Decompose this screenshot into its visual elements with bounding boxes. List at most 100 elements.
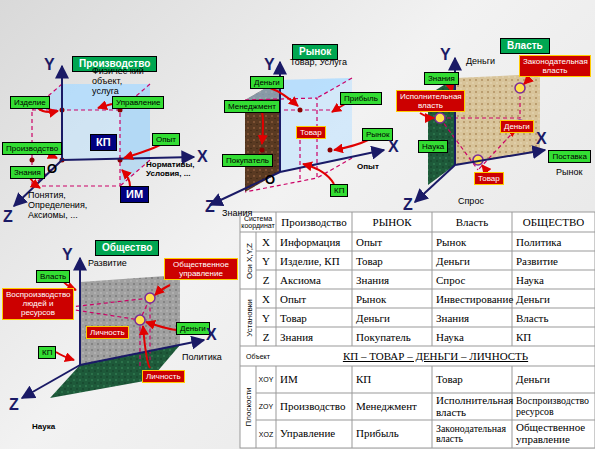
table-grid (240, 346, 595, 347)
society-cube (62, 298, 150, 368)
table-cell: Спрос (432, 270, 512, 289)
table-cell: ИМ (276, 366, 352, 393)
table-cell: Аксиома (276, 270, 352, 289)
table-cell: Знания (352, 270, 432, 289)
table-cell: Власть (512, 308, 595, 327)
pointer-arrow (122, 170, 130, 186)
axis-note: Опыт (357, 162, 379, 171)
axis-note: Рынок (556, 167, 582, 177)
origin-letter: O (47, 161, 57, 176)
table-grid (240, 366, 595, 367)
axis-letter: Y (44, 56, 55, 74)
table-cell: Деньги (432, 251, 512, 270)
axis-letter: Z (9, 396, 19, 414)
table-grid (256, 251, 595, 252)
table-cell: Политика (512, 232, 595, 251)
table-cell: Наука (432, 327, 512, 346)
table-grid (256, 393, 595, 394)
row-key: X (256, 289, 276, 308)
table-grid (256, 308, 595, 309)
box-text: КП (334, 186, 344, 195)
box-text: Менеджмент (228, 102, 276, 111)
box-text: Рынок (366, 130, 389, 139)
box-text: Знания (14, 168, 41, 177)
table-grid (256, 270, 595, 271)
green-box: Деньги (250, 76, 284, 89)
axes (280, 150, 384, 172)
green-box: КП (38, 346, 56, 359)
society-cube (145, 293, 155, 303)
axes (79, 258, 81, 365)
red-box: Законодательная власть (519, 55, 591, 77)
row-key: Y (256, 308, 276, 327)
table-cell: Менеджмент (352, 393, 432, 420)
table-cell: Деньги (352, 308, 432, 327)
blue-box: ИМ (120, 186, 149, 203)
power-cube (435, 113, 445, 123)
axis-letter: Y (440, 46, 451, 64)
box-text: Общество (102, 242, 152, 254)
table-cell: Наука (512, 270, 595, 289)
table-cell: Прибыль (352, 420, 432, 448)
market-cube (245, 78, 352, 192)
table-cell: Воспроизводство ресурсов (512, 393, 595, 420)
table-grid (276, 212, 277, 346)
row-key: X (256, 232, 276, 251)
table-cell: Знания (432, 308, 512, 327)
box-text: Наука (422, 142, 444, 151)
table-grid (432, 366, 433, 448)
table-cell: Управление (276, 420, 352, 448)
red-box: Воспроизводство людей и ресурсов (2, 288, 74, 320)
box-text: Прибыль (344, 94, 378, 103)
axis-letter: X (206, 326, 217, 344)
axis-letter: X (388, 138, 399, 156)
box-text: Поставка (552, 152, 587, 161)
table-cell: Изделие, КП (276, 251, 352, 270)
table-grid (256, 232, 257, 346)
green-box: Менеджмент (224, 100, 280, 113)
group-label: Установки (240, 289, 256, 346)
axes (22, 365, 80, 398)
box-text: КП (42, 348, 52, 357)
pointer-arrow (30, 178, 40, 188)
market-cube (245, 78, 352, 192)
box-text: Личность (90, 328, 125, 337)
pointer-arrow (56, 352, 74, 360)
pointer-arrow (143, 326, 150, 368)
table-grid (512, 366, 513, 448)
box-text: Деньги (180, 324, 206, 333)
axis-note: Спрос (458, 196, 484, 206)
table-cell: Законодательная власть (432, 420, 512, 448)
box-text: Власть (507, 40, 543, 52)
axis-letter: Y (62, 246, 73, 264)
box-text: Общественное управление (168, 260, 234, 278)
green-box: Знания (424, 72, 459, 85)
group-label: Плоскости (240, 366, 256, 448)
market-cube (245, 78, 352, 192)
box-text: Законодательная власть (523, 57, 587, 75)
table-cell: Инвестирование (432, 289, 512, 308)
axis-note: Понятия, Определения, Аксиомы, ... (28, 190, 120, 220)
axes (14, 66, 194, 206)
box-text: Изделие (14, 98, 46, 107)
table-row-header: Объект (240, 346, 276, 366)
market-cube (298, 108, 303, 113)
axes (210, 172, 280, 205)
red-box: Личность (86, 326, 129, 339)
axis-note: Нормативы, Условия, ... (146, 160, 198, 178)
red-box: Товар (474, 172, 504, 185)
table-grid (432, 212, 433, 346)
axis-letter: X (536, 130, 547, 148)
pointer-arrow (303, 164, 334, 184)
box-text: Воспроизводство людей и ресурсов (6, 290, 70, 318)
box-text: Управление (116, 98, 160, 107)
green-box: Опыт (152, 133, 180, 146)
pointer-arrow (124, 145, 160, 158)
box-text: ИМ (126, 188, 143, 201)
group-label: Оси X,Y,Z (240, 232, 256, 289)
table-cell: Опыт (352, 232, 432, 251)
table-cell: Производство (276, 393, 352, 420)
market-cube (260, 148, 265, 153)
red-box: Личность (142, 370, 185, 383)
market-cube (328, 148, 333, 153)
